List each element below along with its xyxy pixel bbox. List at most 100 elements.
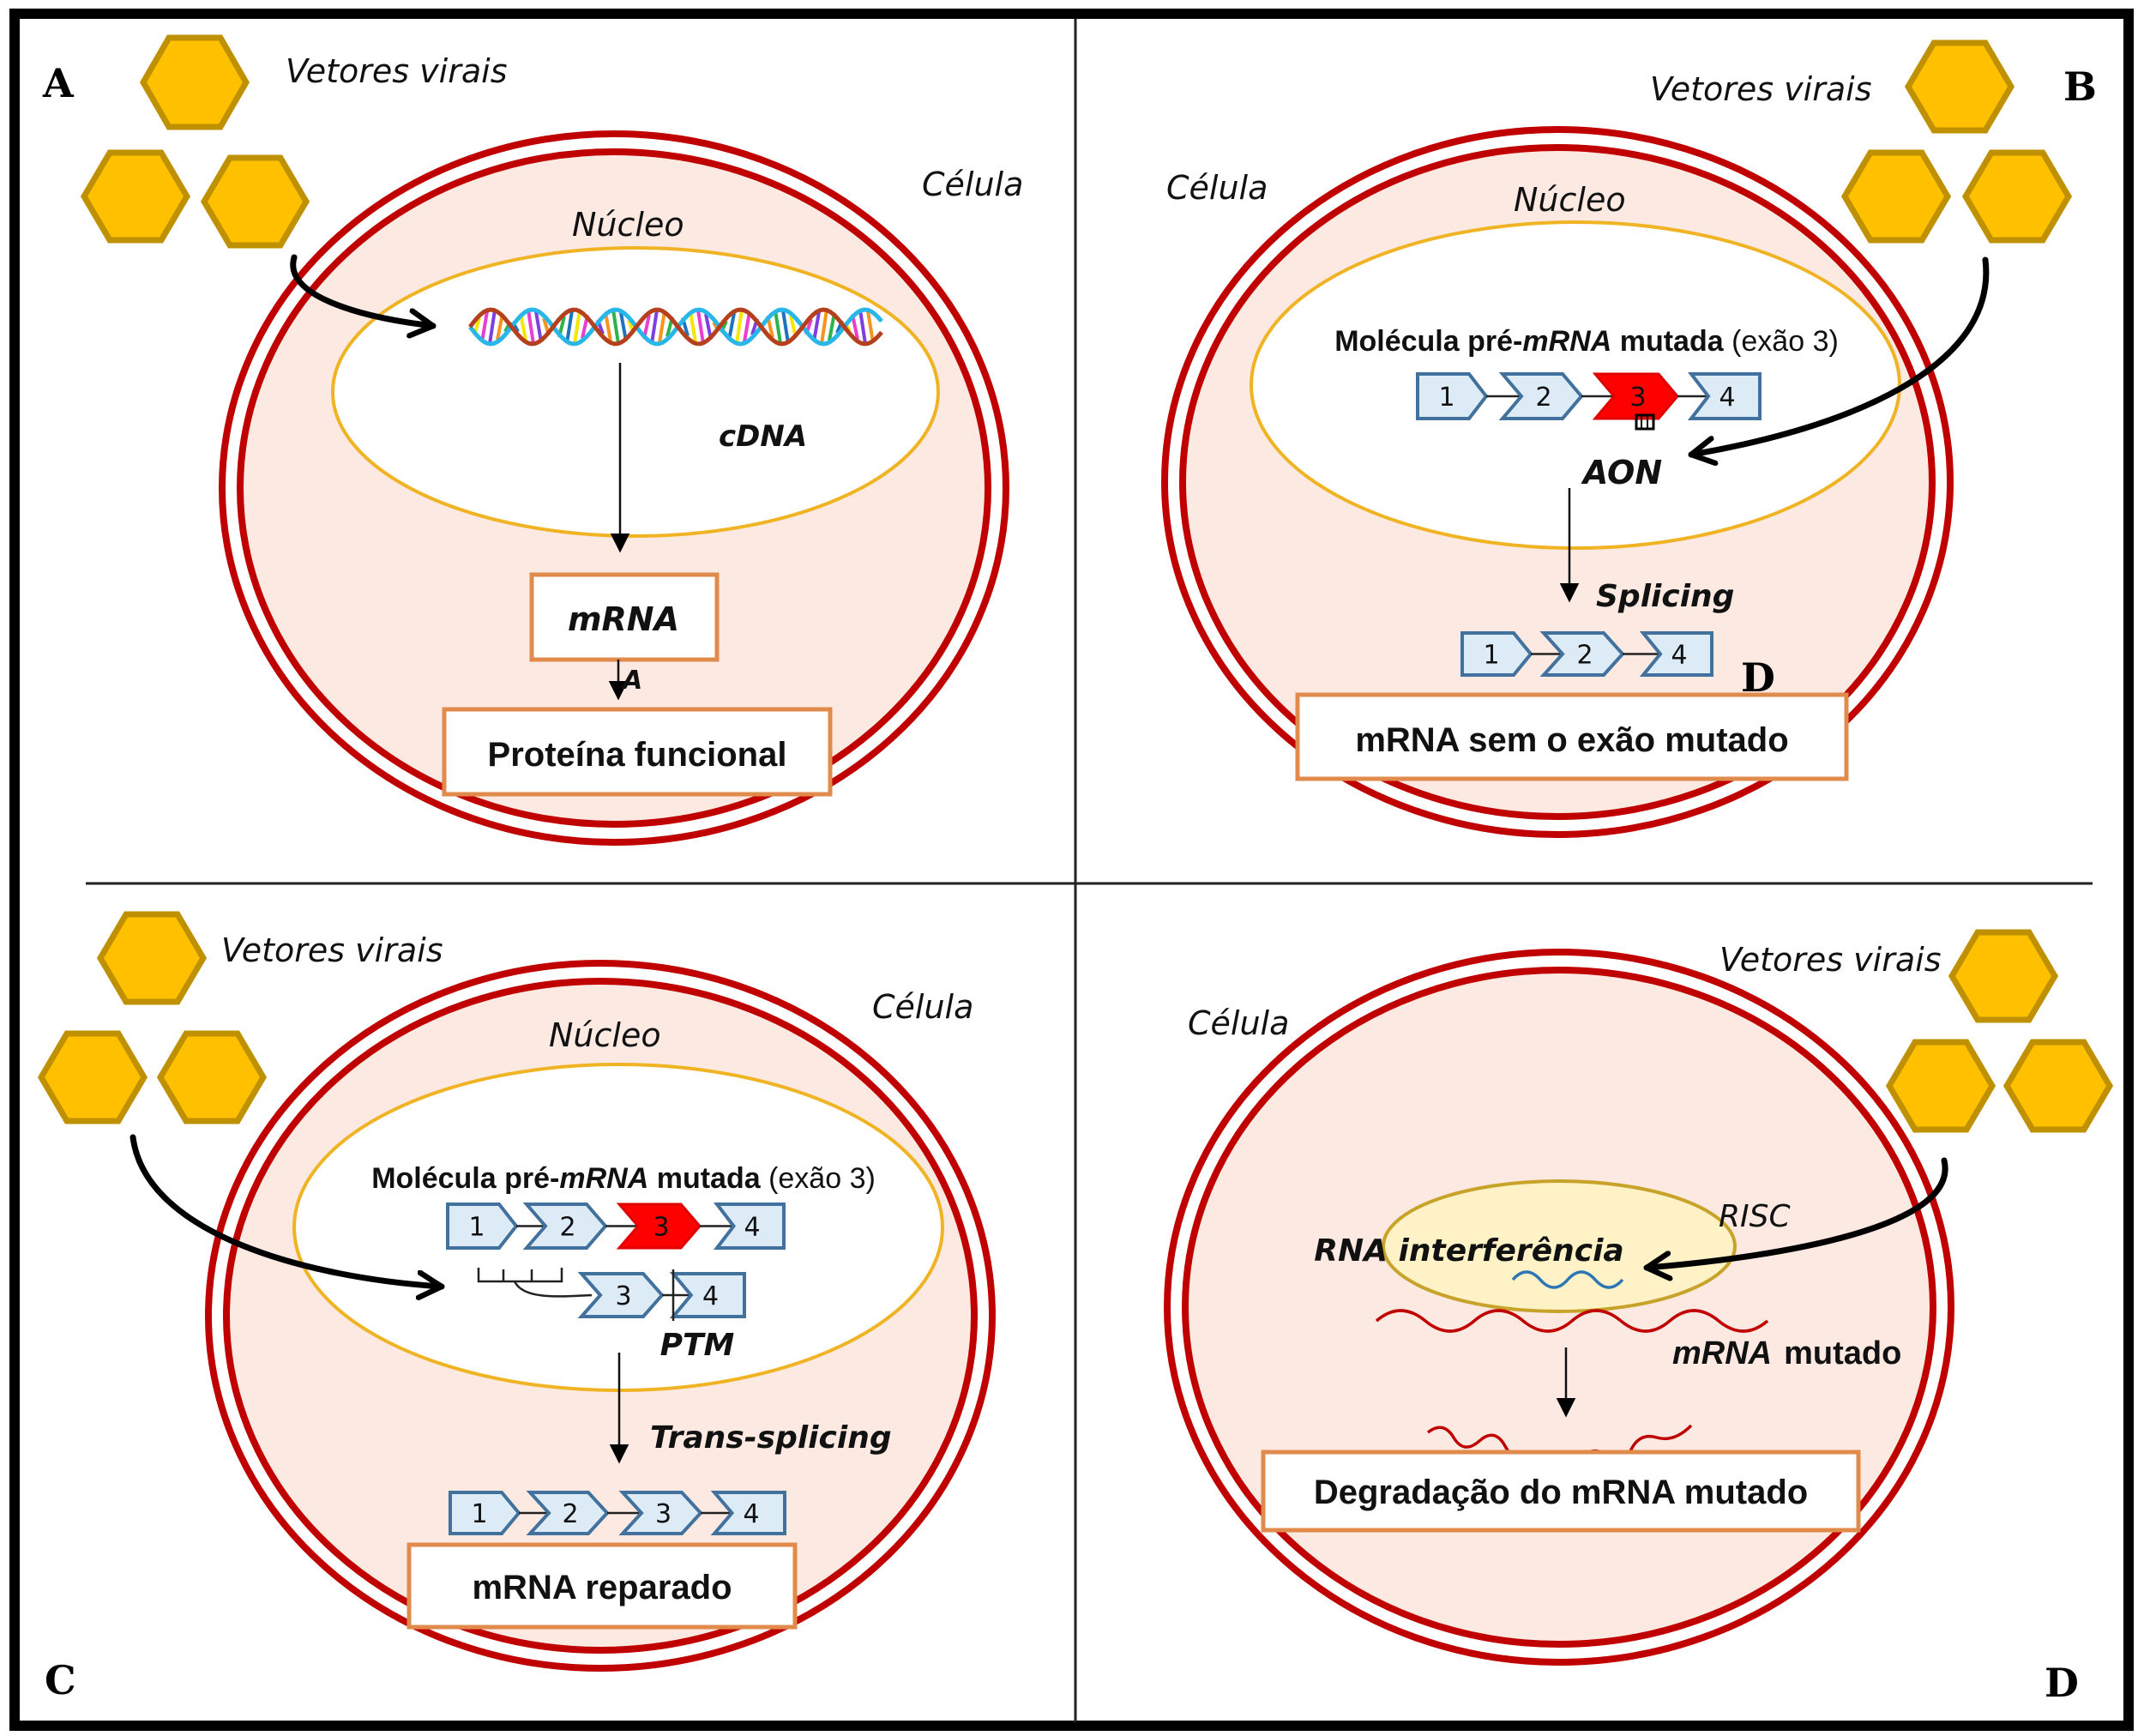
risc-label: RISC bbox=[1719, 1199, 1791, 1234]
result-label-b: mRNA sem o exão mutado bbox=[1355, 721, 1788, 759]
pre-mrna-exons-b: 1 2 3 4 bbox=[1416, 372, 1762, 420]
molecule-label-post-b: (exão 3) bbox=[1724, 325, 1839, 358]
exon: 4 bbox=[710, 1491, 786, 1535]
exon: 3 bbox=[618, 1491, 703, 1535]
nucleus-a bbox=[331, 246, 940, 538]
exon-number: 2 bbox=[559, 1213, 575, 1243]
mrna-label-a: mRNA bbox=[568, 600, 679, 638]
sirna-strand-icon bbox=[1511, 1270, 1624, 1289]
cell-membrane-outer-a bbox=[219, 130, 1009, 846]
trans-splicing-label: Trans-splicing bbox=[650, 1420, 892, 1456]
spliced-mrna-exons-b: 1 2 4 bbox=[1460, 631, 1713, 677]
splicing-label: Splicing bbox=[1596, 579, 1734, 614]
viral-vectors-label-a: Vetores virais bbox=[286, 52, 508, 90]
vector-entry-arrow-a bbox=[290, 254, 437, 326]
base-pair bbox=[774, 310, 782, 344]
viral-vectors-label-b: Vetores virais bbox=[1650, 70, 1872, 108]
vector-entry-arrow-d bbox=[1643, 1157, 1948, 1268]
exon-number: 4 bbox=[702, 1281, 719, 1311]
exon-number: 2 bbox=[562, 1499, 578, 1529]
viral-vectors-a bbox=[80, 34, 310, 249]
viral-vectors-label-c: Vetores virais bbox=[221, 931, 443, 969]
base-pair bbox=[735, 309, 744, 345]
result-label-c: mRNA reparado bbox=[472, 1569, 732, 1606]
base-pair bbox=[527, 309, 535, 345]
molecule-label-b: Molécula pré-mRNA mutada (exão 3) bbox=[1334, 325, 1839, 358]
base-pair bbox=[619, 312, 628, 341]
base-pair bbox=[689, 310, 697, 343]
ptm-binding-domain-icon bbox=[477, 1268, 593, 1298]
mutated-exon: 3 bbox=[616, 1203, 702, 1250]
base-pair bbox=[534, 310, 543, 343]
base-pair bbox=[743, 311, 751, 342]
dna-strand bbox=[468, 307, 883, 347]
base-pair bbox=[573, 310, 581, 344]
base-pair bbox=[480, 310, 489, 343]
dna-helix-icon bbox=[468, 307, 883, 347]
viral-vectors-c bbox=[37, 911, 268, 1124]
nucleus-b bbox=[1250, 220, 1901, 550]
mrna-box-a bbox=[529, 572, 720, 662]
base-pair bbox=[858, 309, 867, 345]
exon: 4 bbox=[1639, 631, 1713, 677]
mutated-exon: 3 bbox=[1592, 372, 1679, 420]
exon: 2 bbox=[1498, 372, 1584, 420]
exon-number: 4 bbox=[743, 1499, 759, 1529]
nucleus-label-b: Núcleo bbox=[1514, 181, 1626, 219]
exon-number: 1 bbox=[1438, 383, 1454, 413]
cell-membrane-outer-d bbox=[1164, 949, 1954, 1666]
base-pair bbox=[820, 309, 828, 345]
aon-label: AON bbox=[1581, 454, 1662, 491]
virus-hexagon-icon bbox=[96, 911, 208, 1005]
exon: 1 bbox=[446, 1203, 519, 1250]
panel-b: B Vetores virais Célula Núcleo Molécula … bbox=[1161, 39, 2097, 838]
result-box-b bbox=[1295, 692, 1849, 781]
exon-number: 3 bbox=[655, 1499, 672, 1529]
panel-letter-a: A bbox=[42, 60, 75, 106]
panel-d: D Vetores virais Célula RISC RNA interfe… bbox=[1164, 929, 2114, 1706]
exon-number: 3 bbox=[615, 1281, 631, 1311]
panel-letter-d: D bbox=[2045, 1660, 2079, 1706]
exon-number: 4 bbox=[1719, 383, 1735, 413]
ptm-label: PTM bbox=[660, 1328, 735, 1363]
panel-letter-b: B bbox=[2063, 63, 2097, 110]
exon: 1 bbox=[1460, 631, 1533, 677]
exon: 4 bbox=[713, 1203, 786, 1250]
exon-number: 1 bbox=[468, 1213, 485, 1243]
exon: 2 bbox=[526, 1491, 610, 1535]
base-pair bbox=[488, 309, 497, 345]
figure-frame bbox=[9, 9, 2134, 1731]
base-pair bbox=[650, 310, 659, 344]
result-label-d: Degradação do mRNA mutado bbox=[1314, 1474, 1808, 1511]
cdna-label: cDNA bbox=[719, 419, 807, 454]
exon-number: 2 bbox=[1576, 641, 1593, 671]
vector-entry-arrow-c bbox=[129, 1134, 445, 1287]
mutated-mrna-italic: mRNA bbox=[1672, 1335, 1772, 1371]
viral-vectors-d bbox=[1885, 929, 2114, 1133]
exon-number: 3 bbox=[1629, 383, 1646, 413]
molecule-label-bold-b: mutada bbox=[1611, 325, 1724, 358]
molecule-label-italic-c: mRNA bbox=[559, 1162, 648, 1195]
exon: 1 bbox=[1416, 372, 1489, 420]
base-pair bbox=[866, 310, 875, 343]
virus-hexagon-icon bbox=[156, 1030, 268, 1124]
nucleus-c bbox=[292, 1063, 944, 1392]
exon: 2 bbox=[522, 1203, 608, 1250]
viral-vectors-b bbox=[1840, 39, 2073, 244]
aon-marker-icon bbox=[1635, 413, 1655, 431]
cell-membrane-outer-c bbox=[205, 960, 996, 1672]
cell-label-c: Célula bbox=[872, 988, 973, 1026]
cell-label-d: Célula bbox=[1188, 1004, 1289, 1042]
base-pair bbox=[828, 312, 836, 341]
result-box-a bbox=[442, 707, 833, 797]
mutated-mrna-strand-icon bbox=[1375, 1309, 1769, 1333]
virus-hexagon-icon bbox=[1840, 149, 1952, 244]
molecule-label-pre-c: Molécula pré- bbox=[371, 1162, 559, 1195]
virus-hexagon-icon bbox=[200, 154, 310, 249]
panel-letter-c: C bbox=[45, 1657, 76, 1703]
result-box-d bbox=[1261, 1450, 1861, 1533]
base-pair bbox=[812, 311, 821, 342]
